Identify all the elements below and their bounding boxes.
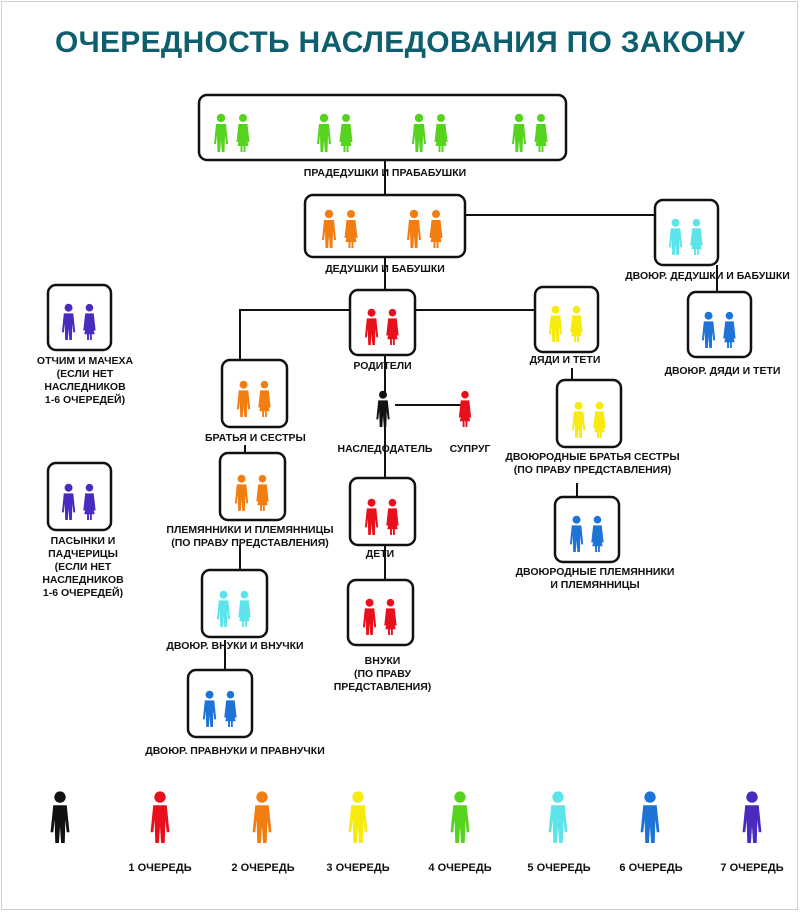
box-cousin-grandparents — [653, 198, 720, 267]
label-nephews: ПЛЕМЯННИКИ И ПЛЕМЯННИЦЫ (ПО ПРАВУ ПРЕДСТ… — [166, 524, 334, 549]
box-nephews — [218, 451, 287, 522]
label-grandparents: ДЕДУШКИ И БАБУШКИ — [325, 263, 445, 275]
legend-label-q3: 3 ОЧЕРЕДЬ — [326, 862, 390, 874]
legend-figure-q1 — [150, 791, 170, 843]
box-great-grand-nephews — [186, 668, 254, 739]
label-great-grand-nephews: ДВОЮР. ПРАВНУКИ И ПРАВНУЧКИ — [145, 745, 325, 757]
box-grand-nephews — [200, 568, 269, 639]
legend-label-q2: 2 ОЧЕРЕДЬ — [231, 862, 295, 874]
legend-label-q6: 6 ОЧЕРЕДЬ — [619, 862, 683, 874]
box-cousin-uncles — [686, 290, 753, 359]
box-uncles-aunts — [533, 285, 600, 354]
legend-figure-heir — [50, 791, 70, 843]
box-cousins — [555, 378, 623, 449]
connector-lines — [224, 160, 718, 670]
label-cousins: ДВОЮРОДНЫЕ БРАТЬЯ СЕСТРЫ (ПО ПРАВУ ПРЕДС… — [505, 451, 680, 476]
box-great-grandparents — [197, 93, 568, 162]
spouse-figure — [458, 390, 472, 427]
label-siblings: БРАТЬЯ И СЕСТРЫ — [205, 432, 306, 444]
box-children — [348, 476, 417, 547]
box-stepchildren — [46, 461, 113, 532]
legend-figure-q7 — [742, 791, 762, 843]
label-cousin-nephews: ДВОЮРОДНЫЕ ПЛЕМЯННИКИ И ПЛЕМЯННИЦЫ — [515, 566, 675, 591]
box-grandparents — [303, 193, 467, 259]
relative-boxes — [46, 93, 753, 739]
label-children: ДЕТИ — [365, 548, 395, 560]
label-parents: РОДИТЕЛИ — [353, 360, 412, 372]
line-parents-siblings — [239, 309, 350, 360]
label-stepparents: ОТЧИМ И МАЧЕХА (ЕСЛИ НЕТ НАСЛЕДНИКОВ 1-6… — [36, 355, 134, 406]
legend-figure-q5 — [548, 791, 568, 843]
legend-figures — [50, 791, 762, 843]
label-uncles-aunts: ДЯДИ И ТЕТИ — [529, 354, 601, 366]
label-great-grandparents: ПРАДЕДУШКИ И ПРАБАБУШКИ — [303, 167, 467, 179]
label-testator: НАСЛЕДОДАТЕЛЬ — [337, 443, 433, 455]
label-grandchildren: ВНУКИ (ПО ПРАВУ ПРЕДСТАВЛЕНИЯ) — [333, 655, 432, 693]
legend-label-q4: 4 ОЧЕРЕДЬ — [428, 862, 492, 874]
legend-figure-q2 — [252, 791, 272, 843]
legend-label-q1: 1 ОЧЕРЕДЬ — [128, 862, 192, 874]
label-grand-nephews: ДВОЮР. ВНУКИ И ВНУЧКИ — [166, 640, 304, 652]
legend-figure-q6 — [640, 791, 660, 843]
box-parents — [348, 288, 417, 357]
page-title: ОЧЕРЕДНОСТЬ НАСЛЕДОВАНИЯ ПО ЗАКОНУ — [54, 26, 746, 59]
box-cousin-nephews — [553, 495, 621, 564]
label-cousin-uncles: ДВОЮР. ДЯДИ И ТЕТИ — [664, 365, 781, 377]
legend-figure-q3 — [348, 791, 368, 843]
legend-label-q7: 7 ОЧЕРЕДЬ — [720, 862, 784, 874]
box-grandchildren — [346, 578, 415, 647]
box-siblings — [220, 358, 289, 429]
label-stepchildren: ПАСЫНКИ И ПАДЧЕРИЦЫ (ЕСЛИ НЕТ НАСЛЕДНИКО… — [42, 535, 124, 599]
box-stepparents — [46, 283, 113, 352]
legend-label-q5: 5 ОЧЕРЕДЬ — [527, 862, 591, 874]
label-spouse: СУПРУГ — [449, 443, 491, 455]
testator-figure — [376, 390, 390, 427]
legend-figure-q4 — [450, 791, 470, 843]
label-cousin-grandparents: ДВОЮР. ДЕДУШКИ И БАБУШКИ — [625, 270, 790, 282]
